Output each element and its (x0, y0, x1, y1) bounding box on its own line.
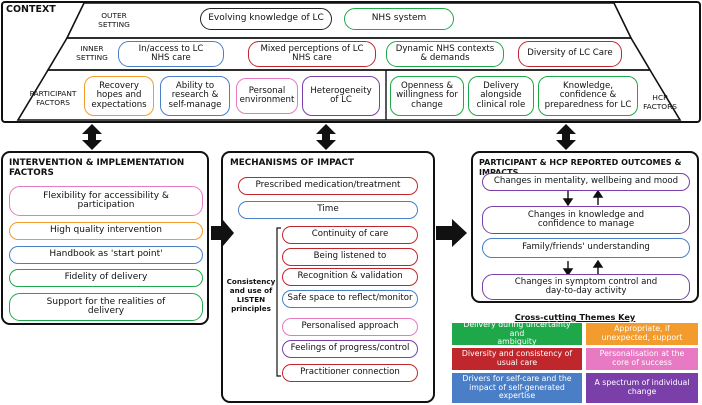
intervention-item: High quality intervention (9, 222, 203, 240)
intervention-item: Support for the realities of delivery (9, 293, 203, 321)
listen-principle-item-label: Continuity of care (311, 229, 389, 240)
outcome-item: Family/friends' understanding (482, 238, 690, 258)
hcp-factor-item: Knowledge, confidence & preparedness for… (538, 76, 638, 116)
participant-factor-item: Personal environment (236, 78, 298, 114)
intervention-item-label: Support for the realities of delivery (46, 296, 166, 316)
inner-setting-item: Diversity of LC Care (518, 41, 622, 67)
listen-principle-item-label: Feelings of progress/control (290, 343, 410, 354)
key-title: Cross-cutting Themes Key (514, 312, 636, 322)
listen-bracket (276, 227, 281, 377)
theme-key-item: Delivery during uncertainty and ambiguit… (452, 320, 582, 347)
theme-key-label: A spectrum of individual change (594, 378, 690, 396)
listen-principle-item-label: Personalised approach (301, 321, 399, 332)
theme-key-item: Drivers for self-care and the impact of … (452, 373, 582, 403)
arrow-right-icon-1 (211, 220, 234, 246)
participant-factor-item-label: Ability to research & self-manage (168, 80, 222, 110)
inner-setting-label: INNER SETTING (76, 44, 108, 62)
theme-key-item: Personalisation at the core of success (586, 348, 698, 370)
participant-factor-item: Heterogeneity of LC (302, 76, 380, 116)
outer-setting-item: NHS system (344, 8, 454, 30)
listen-principle-item: Recognition & validation (282, 268, 418, 286)
outcome-item-label: Changes in mentality, wellbeing and mood (493, 176, 679, 187)
outcome-item: Changes in symptom control and day-to-da… (482, 274, 690, 300)
participant-factor-item-label: Personal environment (239, 85, 295, 105)
outcome-item: Changes in mentality, wellbeing and mood (482, 173, 690, 191)
participant-factor-item: Ability to research & self-manage (160, 76, 230, 116)
listen-principle-item-label: Practitioner connection (300, 367, 400, 378)
intervention-item-label: Flexibility for accessibility & particip… (43, 190, 169, 210)
outer-setting-label: OUTER SETTING (98, 11, 130, 29)
theme-key-label: Appropriate, if unexpected, support (601, 324, 683, 342)
participant-factor-item-label: Heterogeneity of LC (310, 85, 372, 105)
hcp-factor-item-label: Knowledge, confidence & preparedness for… (544, 80, 632, 110)
mechanisms-title: MECHANISMS OF IMPACT (230, 158, 354, 168)
mechanism-item-label: Prescribed medication/treatment (255, 180, 401, 191)
theme-key-label: Delivery during uncertainty and ambiguit… (463, 320, 571, 347)
listen-principle-item: Practitioner connection (282, 364, 418, 382)
intervention-item-label: High quality intervention (50, 225, 162, 236)
listen-principle-item-label: Being listened to (313, 251, 387, 262)
inner-setting-item-label: Diversity of LC Care (527, 48, 613, 59)
participant-factors-label: PARTICIPANT FACTORS (29, 89, 77, 107)
mechanism-item-label: Time (317, 204, 339, 215)
double-arrow-left-icon (82, 124, 102, 150)
mechanism-item: Prescribed medication/treatment (238, 177, 418, 195)
arrow-right-icon-2 (436, 219, 467, 247)
context-title: CONTEXT (6, 4, 56, 15)
inner-setting-item-label: Dynamic NHS contexts & demands (395, 43, 495, 63)
hcp-factors-label: HCP FACTORS (643, 93, 677, 111)
listen-principle-item: Continuity of care (282, 226, 418, 244)
factors-band (16, 69, 682, 121)
listen-bracket-label: Consistency and use of LISTEN principles (226, 277, 276, 313)
listen-principle-item: Feelings of progress/control (282, 340, 418, 358)
theme-key-item: Diversity and consistency of usual care (452, 348, 582, 370)
outcomes-title: PARTICIPANT & HCP REPORTED OUTCOMES & IM… (479, 158, 682, 177)
participant-factor-item-label: Recovery hopes and expectations (91, 80, 147, 110)
hcp-factor-item-label: Delivery alongside clinical role (476, 80, 526, 110)
double-arrow-right-icon (556, 124, 576, 150)
intervention-item-label: Handbook as 'start point' (49, 249, 163, 260)
outcome-item-label: Family/friends' understanding (522, 242, 650, 253)
intervention-item-label: Fidelity of delivery (64, 272, 148, 283)
participant-factor-item: Recovery hopes and expectations (84, 76, 154, 116)
hcp-factor-item-label: Openness & willingness for change (396, 80, 458, 110)
listen-principle-item-label: Safe space to reflect/monitor (287, 293, 413, 304)
outcome-item-label: Changes in knowledge and confidence to m… (527, 209, 645, 229)
intervention-item: Flexibility for accessibility & particip… (9, 186, 203, 216)
intervention-item: Fidelity of delivery (9, 269, 203, 287)
hcp-factor-item: Openness & willingness for change (390, 76, 464, 116)
inner-setting-item-label: Mixed perceptions of LC NHS care (260, 43, 364, 63)
inner-setting-item-label: In/access to LC NHS care (138, 43, 204, 63)
intervention-title: INTERVENTION & IMPLEMENTATION FACTORS (9, 158, 185, 178)
inner-setting-item: Dynamic NHS contexts & demands (386, 41, 504, 67)
listen-principle-item: Being listened to (282, 248, 418, 266)
outcome-item: Changes in knowledge and confidence to m… (482, 206, 690, 234)
theme-key-label: Drivers for self-care and the impact of … (462, 374, 572, 401)
inner-setting-item: In/access to LC NHS care (118, 41, 224, 67)
outcome-item-label: Changes in symptom control and day-to-da… (514, 276, 658, 296)
theme-key-item: Appropriate, if unexpected, support (586, 323, 698, 345)
outcome-arrows (562, 189, 604, 277)
theme-key-label: Diversity and consistency of usual care (461, 349, 573, 367)
inner-setting-item: Mixed perceptions of LC NHS care (248, 41, 376, 67)
outer-setting-item-label: Evolving knowledge of LC (208, 13, 324, 24)
theme-key-item: A spectrum of individual change (586, 373, 698, 403)
listen-principle-item: Personalised approach (282, 318, 418, 336)
intervention-item: Handbook as 'start point' (9, 246, 203, 264)
hcp-factor-item: Delivery alongside clinical role (468, 76, 534, 116)
listen-principle-item-label: Recognition & validation (297, 271, 403, 282)
double-arrow-middle-icon (316, 124, 336, 150)
mechanism-item: Time (238, 201, 418, 219)
outer-setting-item: Evolving knowledge of LC (200, 8, 332, 30)
listen-principle-item: Safe space to reflect/monitor (282, 290, 418, 308)
outer-setting-item-label: NHS system (371, 13, 427, 24)
theme-key-label: Personalisation at the core of success (599, 349, 685, 367)
